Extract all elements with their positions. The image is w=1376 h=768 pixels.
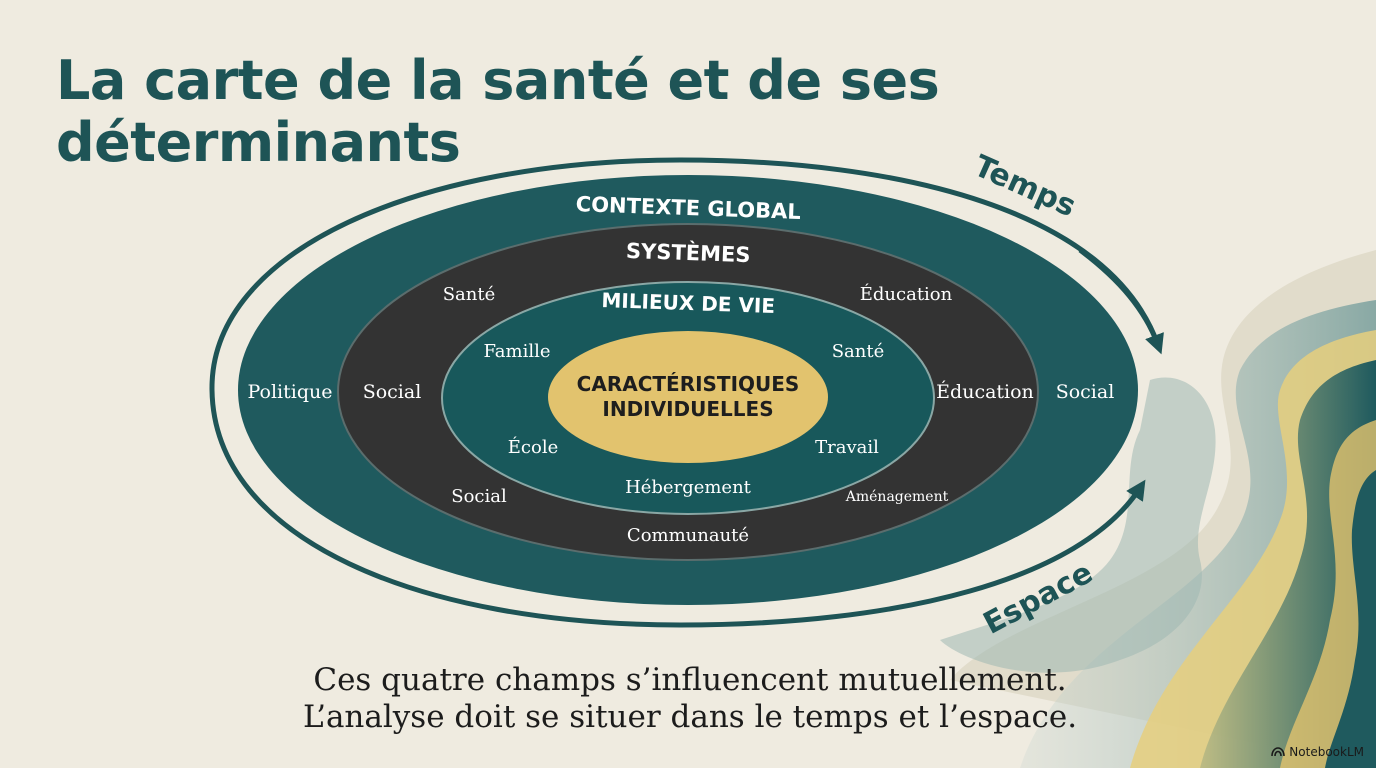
caption-line1: Ces quatre champs s’influencent mutuelle… bbox=[313, 662, 1067, 698]
background-waves bbox=[940, 250, 1376, 768]
systems-label-left: Social bbox=[363, 381, 422, 403]
caption: Ces quatre champs s’influencent mutuelle… bbox=[240, 662, 1140, 736]
global-label-right: Social bbox=[1056, 381, 1115, 403]
systems-label-top-left: Santé bbox=[443, 284, 496, 305]
milieux-label-bottom: Hébergement bbox=[625, 477, 752, 498]
systems-label-bottom: Communauté bbox=[627, 525, 749, 546]
systems-label-top-right: Éducation bbox=[860, 282, 953, 305]
time-space-arcs bbox=[209, 157, 1164, 628]
systems-label-bottom-right: Aménagement bbox=[845, 489, 949, 505]
systems-label-bottom-left: Social bbox=[451, 486, 507, 507]
time-arrow-label: Temps bbox=[969, 149, 1081, 225]
milieux-label-top-left: Famille bbox=[484, 341, 551, 362]
caption-line2: L’analyse doit se situer dans le temps e… bbox=[302, 699, 1078, 735]
core-label-line1: CARACTÉRISTIQUES bbox=[577, 372, 800, 396]
brand-label: NotebookLM bbox=[1289, 745, 1364, 759]
page-title-line2: déterminants bbox=[56, 111, 461, 174]
milieux-label-top-right: Santé bbox=[832, 341, 885, 362]
individual-core bbox=[548, 331, 828, 463]
global-label-left: Politique bbox=[248, 381, 333, 403]
core-label-line2: INDIVIDUELLES bbox=[602, 397, 773, 421]
systems-title: SYSTÈMES bbox=[626, 238, 751, 267]
milieux-label-bottom-left: École bbox=[508, 435, 558, 458]
page-title-line1: La carte de la santé et de ses bbox=[56, 49, 940, 112]
page-title: La carte de la santé et de ses détermina… bbox=[56, 50, 956, 174]
notebooklm-logo-icon bbox=[1271, 747, 1286, 757]
milieux-label-bottom-right: Travail bbox=[815, 437, 879, 458]
systems-label-right: Éducation bbox=[936, 380, 1034, 403]
brand-watermark: NotebookLM bbox=[1271, 745, 1364, 759]
